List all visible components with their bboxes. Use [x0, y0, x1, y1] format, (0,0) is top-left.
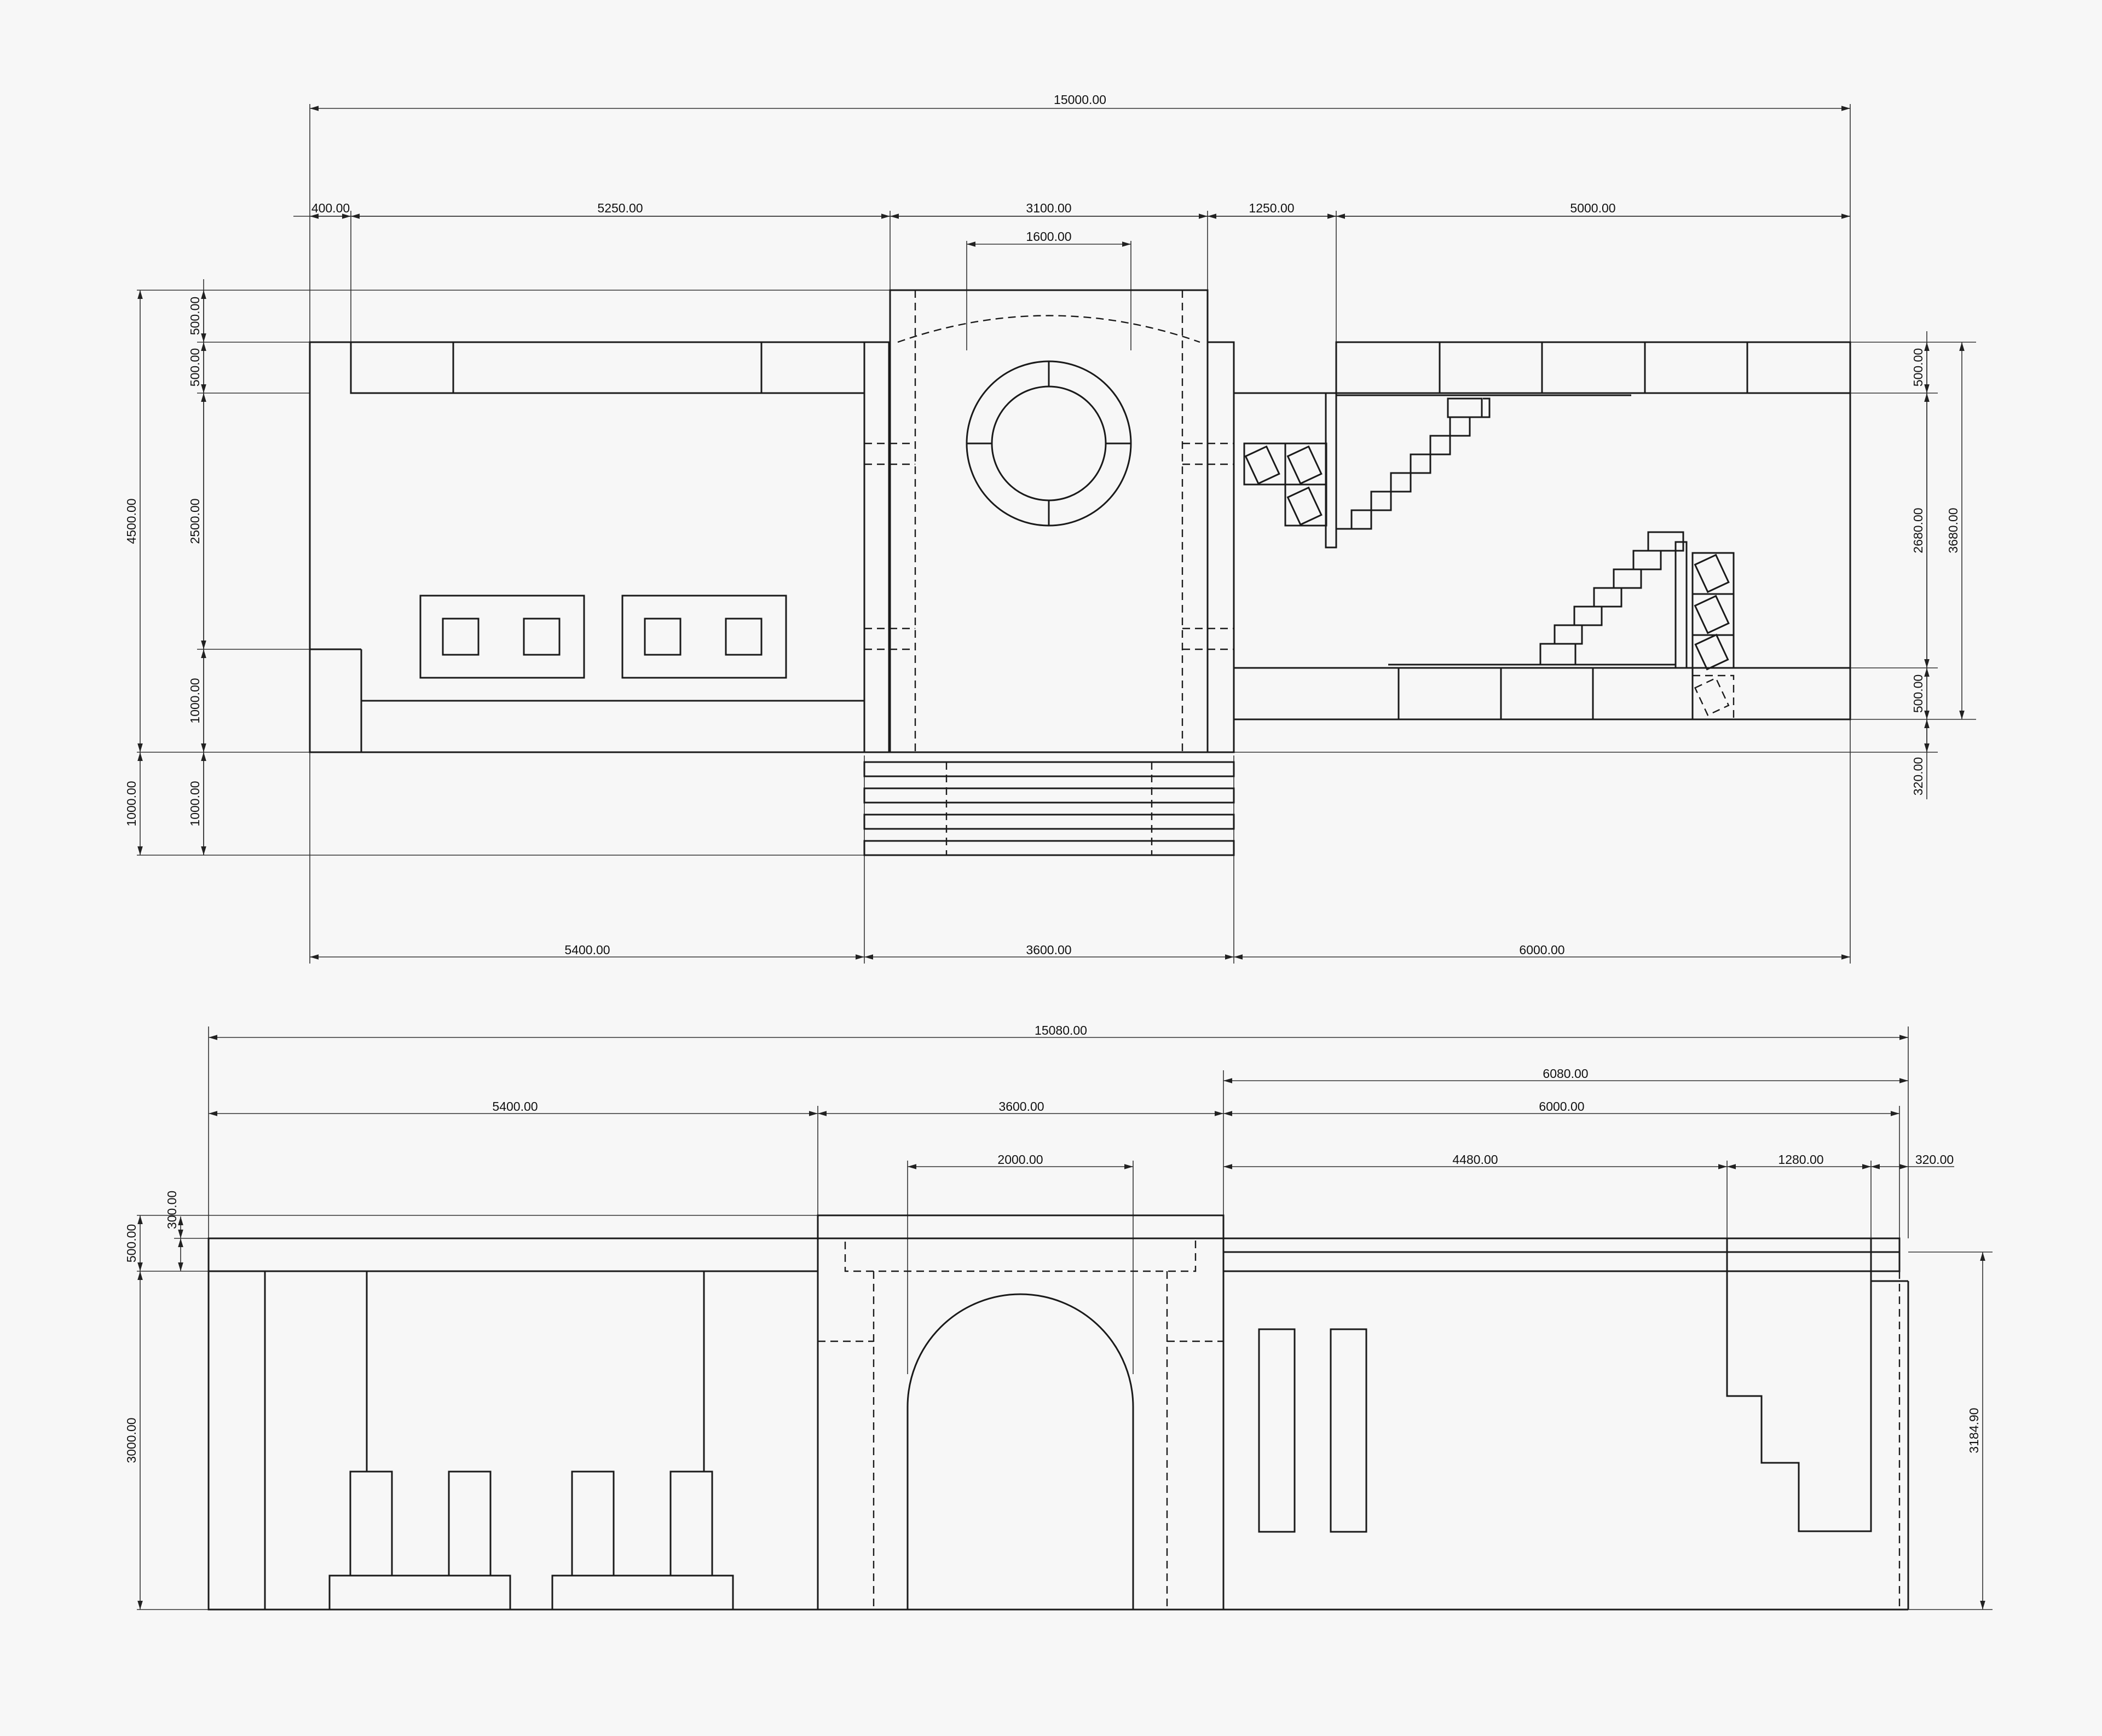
plan-bottom-dimensions: 5400.00 3600.00 6000.00: [310, 943, 1850, 960]
elev-dim-2000: 2000.00: [997, 1152, 1043, 1167]
plan-dim-6000: 6000.00: [1519, 943, 1564, 957]
elev-left-300: 300.00: [165, 1191, 179, 1229]
elev-dim-4480: 4480.00: [1452, 1152, 1498, 1167]
plan-left-wing: [309, 341, 865, 753]
plan-dim-total: 15000.00: [1054, 93, 1106, 107]
elev-left-500: 500.00: [124, 1224, 138, 1262]
arched-doorway: [906, 1293, 1134, 1610]
plan-central-tower: [863, 289, 1235, 753]
plan-dim-400: 400.00: [311, 201, 350, 215]
plan-left-2500: 2500.00: [188, 498, 202, 544]
stepped-opening: [1726, 1238, 1872, 1532]
elev-left-3000: 3000.00: [124, 1417, 138, 1463]
plan-extension-lines: [137, 104, 1976, 964]
elev-extension-lines: [137, 1026, 1993, 1610]
elev-left-wing: [207, 1237, 819, 1611]
plan-left-1000: 1000.00: [124, 781, 138, 826]
plan-entrance-steps: [863, 761, 1235, 856]
elev-left-dimensions: 300.00 500.00 3000.00: [124, 1191, 183, 1610]
plan-right-2680: 2680.00: [1911, 507, 1925, 553]
elev-top-dimensions: 15080.00 6080.00 5400.00 3600.00 6000.00…: [209, 1023, 1954, 1169]
plan-left-1000c: 1000.00: [188, 781, 202, 826]
elev-right-3184: 3184.90: [1967, 1408, 1981, 1453]
plan-left-dimensions: 4500.00 1000.00 500.00 500.00 2500.00 10…: [124, 279, 206, 855]
plan-left-4500: 4500.00: [124, 498, 138, 544]
plan-dim-1250: 1250.00: [1249, 201, 1294, 215]
plan-dim-3100: 3100.00: [1026, 201, 1071, 215]
elev-dim-3600: 3600.00: [998, 1099, 1044, 1114]
front-elevation: 15080.00 6080.00 5400.00 3600.00 6000.00…: [124, 1023, 1993, 1611]
elev-dim-1280: 1280.00: [1778, 1152, 1823, 1167]
plan-dim-3600: 3600.00: [1026, 943, 1071, 957]
elev-right-dimensions: 3184.90: [1967, 1252, 1985, 1610]
plan-right-320: 320.00: [1911, 757, 1925, 795]
elev-dim-total: 15080.00: [1035, 1023, 1087, 1037]
plan-right-wing: [1233, 341, 1851, 720]
elev-central-tower: [817, 1214, 1225, 1611]
plan-right-500b: 500.00: [1911, 674, 1925, 713]
elev-dim-5400: 5400.00: [492, 1099, 538, 1114]
plan-right-500a: 500.00: [1911, 348, 1925, 387]
elev-dim-320: 320.00: [1915, 1152, 1954, 1167]
plan-left-500b: 500.00: [188, 348, 202, 387]
plan-dim-1600: 1600.00: [1026, 229, 1071, 244]
elev-dim-6080: 6080.00: [1543, 1066, 1588, 1081]
plan-dim-5400: 5400.00: [564, 943, 610, 957]
floor-plan: 15000.00 400.00 5250.00 3100.00 1250.00 …: [124, 93, 1976, 964]
plan-left-1000b: 1000.00: [188, 678, 202, 723]
plan-top-dimensions: 15000.00 400.00 5250.00 3100.00 1250.00 …: [293, 93, 1850, 247]
plan-left-500a: 500.00: [188, 297, 202, 335]
plan-dim-5250: 5250.00: [597, 201, 643, 215]
round-window-inner: [991, 385, 1107, 501]
plan-dim-5000: 5000.00: [1570, 201, 1615, 215]
elev-right-wing: [1222, 1237, 1909, 1611]
elev-dim-6000: 6000.00: [1539, 1099, 1584, 1114]
plan-right-3680: 3680.00: [1946, 507, 1960, 553]
plan-right-dimensions: 500.00 2680.00 500.00 320.00 3680.00: [1911, 331, 1965, 799]
